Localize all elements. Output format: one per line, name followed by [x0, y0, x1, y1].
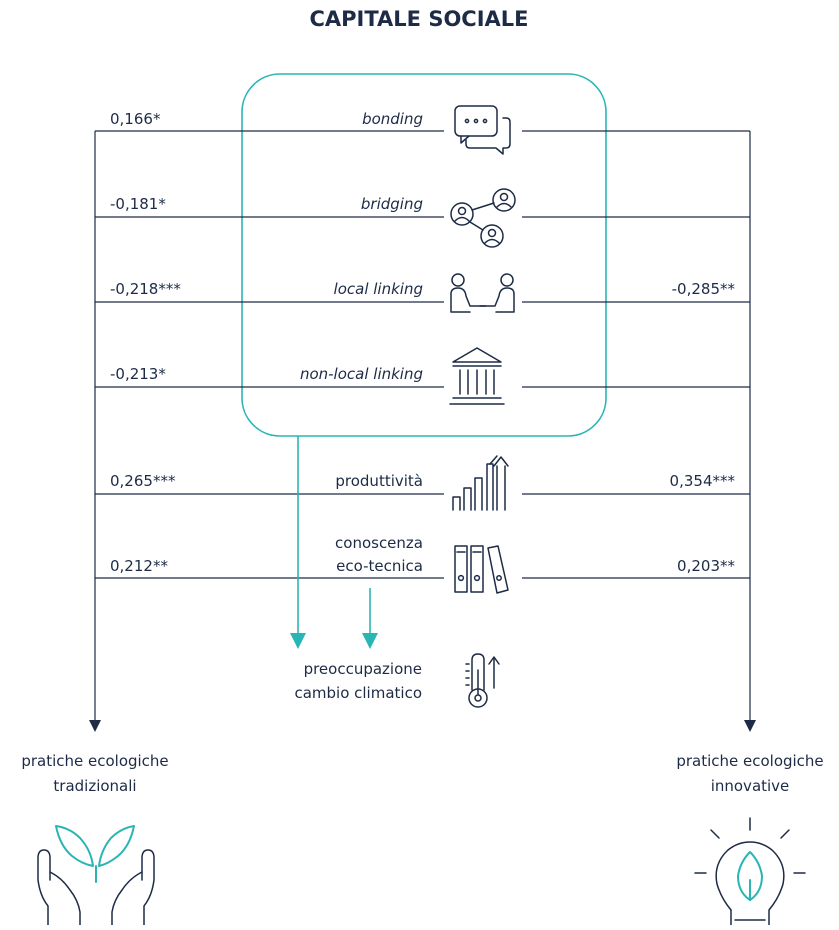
- left-arrowhead: [89, 720, 101, 732]
- coef-right-local-linking: -0,285**: [672, 280, 736, 298]
- climate-concern-line2: cambio climatico: [294, 684, 422, 702]
- diagram-title: CAPITALE SOCIALE: [309, 7, 528, 31]
- outcome-traditional-line2: tradizionali: [53, 777, 136, 795]
- row-bridging: -0,181* bridging: [95, 195, 750, 218]
- row-non-local-linking: -0,213* non-local linking: [95, 365, 750, 388]
- row-conoscenza: 0,212** 0,203** conoscenza eco-tecnica: [95, 534, 750, 579]
- lightbulb-leaf-icon: [694, 817, 806, 926]
- social-capital-box: [241, 73, 607, 437]
- right-arrowhead: [744, 720, 756, 732]
- label-conoscenza-line2: eco-tecnica: [336, 557, 423, 575]
- label-local-linking: local linking: [334, 280, 423, 298]
- meeting-people-icon: [450, 273, 515, 313]
- coef-left-local-linking: -0,218***: [110, 280, 181, 298]
- chat-bubbles-icon: [454, 105, 511, 155]
- growth-bars-icon: [452, 455, 509, 511]
- outcome-innovative-line2: innovative: [711, 777, 790, 795]
- coef-right-conoscenza: 0,203**: [677, 557, 735, 575]
- coef-right-produttivita: 0,354***: [670, 472, 736, 490]
- label-bridging: bridging: [361, 195, 423, 213]
- binders-icon: [454, 545, 509, 594]
- row-produttivita: 0,265*** 0,354*** produttività: [95, 472, 750, 495]
- coef-left-bridging: -0,181*: [110, 195, 166, 213]
- label-non-local-linking: non-local linking: [300, 365, 423, 383]
- coef-left-bonding: 0,166*: [110, 110, 161, 128]
- outcome-traditional-line1: pratiche ecologiche: [21, 752, 168, 770]
- row-bonding: 0,166* bonding: [95, 110, 750, 132]
- label-bonding: bonding: [362, 110, 423, 128]
- institution-building-icon: [449, 347, 505, 405]
- outcome-innovative-line1: pratiche ecologiche: [676, 752, 823, 770]
- network-people-icon: [450, 188, 516, 248]
- label-produttivita: produttività: [335, 472, 423, 490]
- hands-sprout-icon: [37, 825, 155, 926]
- coef-left-conoscenza: 0,212**: [110, 557, 168, 575]
- coef-left-non-local-linking: -0,213*: [110, 365, 166, 383]
- row-local-linking: -0,218*** -0,285** local linking: [95, 280, 750, 303]
- climate-concern-line1: preoccupazione: [304, 660, 422, 678]
- label-conoscenza-line1: conoscenza: [335, 534, 423, 552]
- thermometer-rising-icon: [465, 653, 500, 708]
- coef-left-produttivita: 0,265***: [110, 472, 176, 490]
